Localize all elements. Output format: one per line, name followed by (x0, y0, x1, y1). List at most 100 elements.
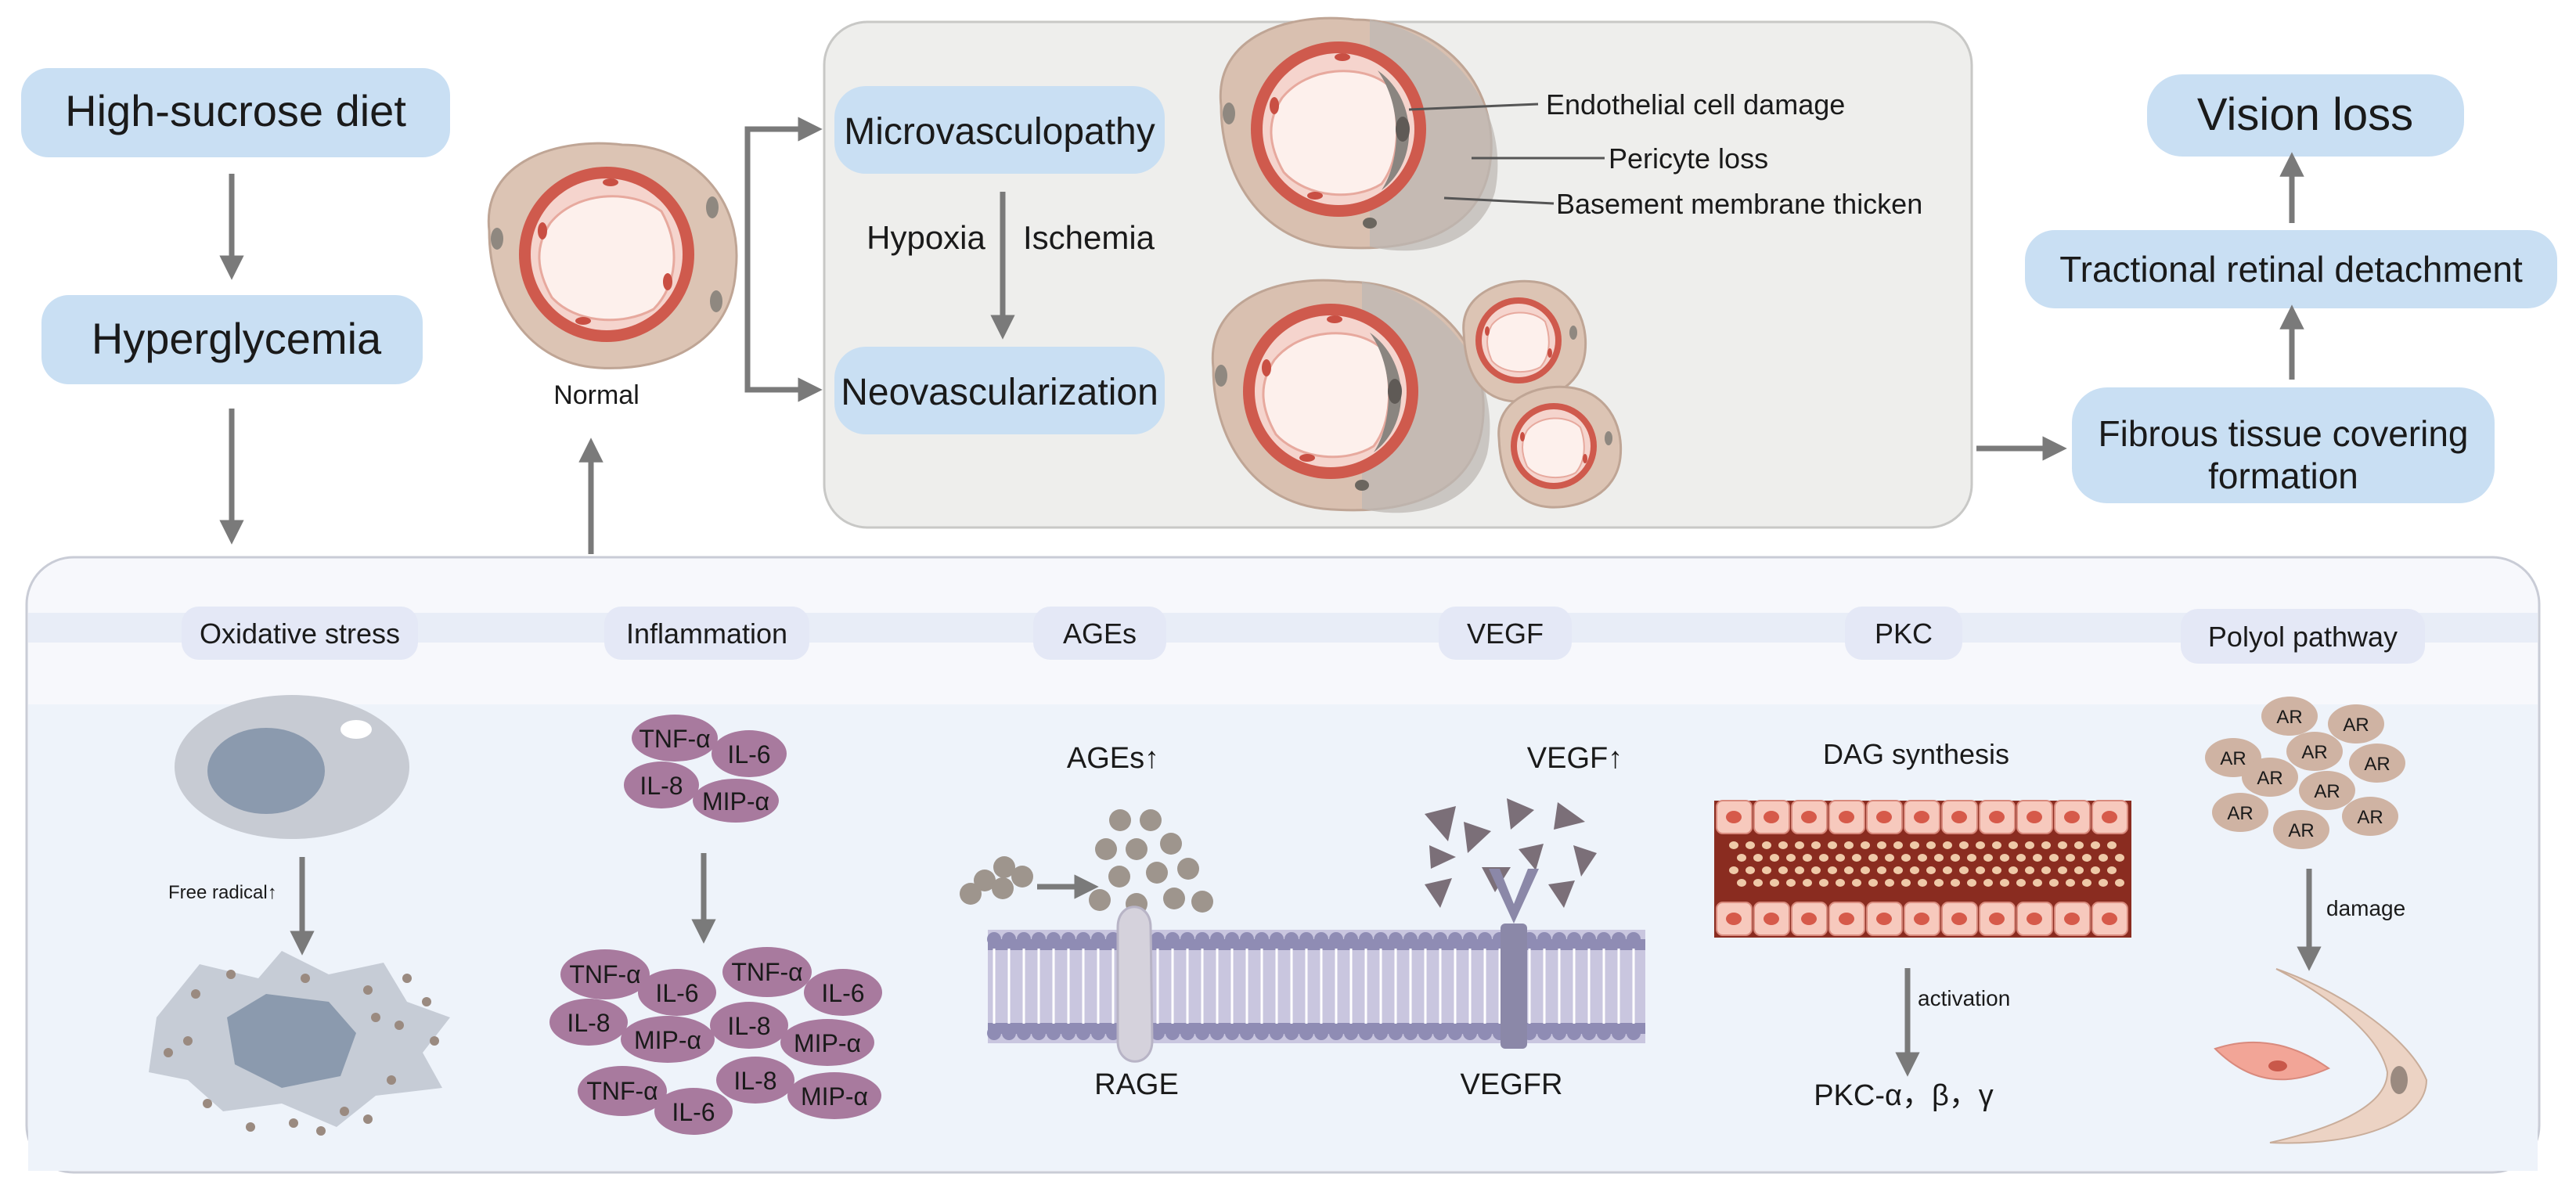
lipid-head (987, 932, 1001, 946)
lipid-head (1210, 1026, 1224, 1040)
blood-particle (2041, 866, 2051, 874)
blood-particle (1729, 841, 1738, 849)
cell-nucleus (1726, 811, 1742, 823)
lipid-head (1061, 932, 1075, 946)
ar-molecule (2286, 732, 2343, 771)
lipid-head (1284, 1026, 1299, 1040)
ar-molecule (2328, 704, 2384, 744)
blood-particle (1983, 854, 1993, 862)
ar-label: AR (2220, 748, 2246, 769)
lipid-head (1091, 932, 1105, 946)
blood-particle (1819, 879, 1828, 887)
fibrous-label-line2: formation (2208, 455, 2358, 496)
cell-nucleus (2027, 811, 2042, 823)
normal-vessel-illustration (487, 142, 738, 369)
blood-particle (1803, 879, 1812, 887)
cell-nucleus (2102, 811, 2117, 823)
blood-particle (1753, 879, 1763, 887)
blood-particle (1852, 879, 1861, 887)
ar-molecule (2273, 810, 2329, 849)
cytokine-label: IL-6 (655, 979, 698, 1007)
endothelial-label: Endothelial cell damage (1546, 88, 1845, 121)
lipid-head (1582, 1026, 1596, 1040)
blood-particle (1795, 866, 1804, 874)
lipid-head (1389, 932, 1403, 946)
vision-loss-label: Vision loss (2197, 89, 2413, 140)
lipid-head (1166, 1026, 1180, 1040)
ar-label: AR (2314, 781, 2340, 802)
cell-nucleus (1951, 811, 1967, 823)
lipid-head (1627, 932, 1641, 946)
blood-particle (1746, 841, 1755, 849)
new-vessel-small-2 (1497, 385, 1623, 509)
lipid-head (1433, 932, 1447, 946)
vision-loss-pill (2147, 74, 2464, 157)
vegf-ligands (1425, 798, 1597, 908)
cytokine-label: MIP-α (702, 787, 769, 816)
lipid-head (1403, 1026, 1418, 1040)
blood-particle (2049, 879, 2059, 887)
lipid-head (1627, 1026, 1641, 1040)
cytokine-label: TNF-α (731, 958, 802, 986)
blood-particle (1803, 854, 1812, 862)
cytokine-cluster-top (624, 715, 787, 823)
cell-nucleus (2064, 913, 2080, 925)
lipid-head (1582, 932, 1596, 946)
blood-particle (1926, 866, 1936, 874)
blood-particle (1885, 854, 1894, 862)
cytokine-label: IL-8 (733, 1067, 776, 1095)
cytokine-label: IL-8 (567, 1009, 610, 1037)
cytokine-label: IL-6 (821, 979, 864, 1007)
tractional-label: Tractional retinal detachment (2059, 249, 2523, 290)
blood-particle (1877, 841, 1886, 849)
blood-particle (2000, 879, 2009, 887)
cell-nucleus (1801, 811, 1817, 823)
lipid-head (1344, 932, 1358, 946)
header-ages: AGEs (1063, 618, 1137, 650)
blood-particle (1844, 866, 1854, 874)
lipid-head (1255, 1026, 1269, 1040)
header-pill-pkc (1845, 607, 1962, 660)
ar-molecule (2342, 797, 2398, 836)
lipid-head (1032, 932, 1046, 946)
blood-particle (2025, 866, 2034, 874)
blood-particle (2033, 879, 2042, 887)
lipid-head (1374, 1026, 1388, 1040)
blood-particle (1901, 854, 1911, 862)
lipid-head (1552, 1026, 1566, 1040)
blood-particle (1729, 866, 1738, 874)
microvasculopathy-label: Microvasculopathy (844, 111, 1155, 153)
lipid-head (1612, 932, 1626, 946)
blood-particle (1852, 854, 1861, 862)
header-pkc: PKC (1875, 618, 1933, 650)
header-polyol-pathway: Polyol pathway (2208, 621, 2398, 653)
lipid-head (1299, 932, 1313, 946)
microvasculopathy-pill (834, 86, 1165, 174)
blood-particle (1786, 879, 1796, 887)
ar-molecule (2299, 771, 2355, 810)
tractional-pill (2025, 230, 2557, 308)
lipid-head (1374, 932, 1388, 946)
cell-nucleus (1764, 811, 1779, 823)
blood-particle (1992, 866, 2001, 874)
arrow-to-neovascularization (744, 258, 823, 402)
blood-particle (2066, 854, 2075, 862)
blood-particle (2066, 879, 2075, 887)
blood-particle (2016, 879, 2026, 887)
arrow-to-microvasculopathy (744, 117, 823, 391)
blood-particle (1959, 866, 1969, 874)
header-inflammation: Inflammation (626, 618, 787, 650)
cytokine-label: MIP-α (794, 1029, 861, 1057)
neovascularization-label: Neovascularization (841, 372, 1158, 413)
lipid-head (1597, 1026, 1611, 1040)
blood-particle (2107, 841, 2117, 849)
blood-particle (2033, 854, 2042, 862)
ages-up-label: AGEs↑ (1067, 742, 1159, 775)
lipid-head (1225, 1026, 1239, 1040)
lipid-head (1597, 932, 1611, 946)
blood-particle (1828, 866, 1837, 874)
lipid-head (1463, 932, 1477, 946)
lipid-head (1032, 1026, 1046, 1040)
membrane-lipids (987, 932, 1641, 1040)
